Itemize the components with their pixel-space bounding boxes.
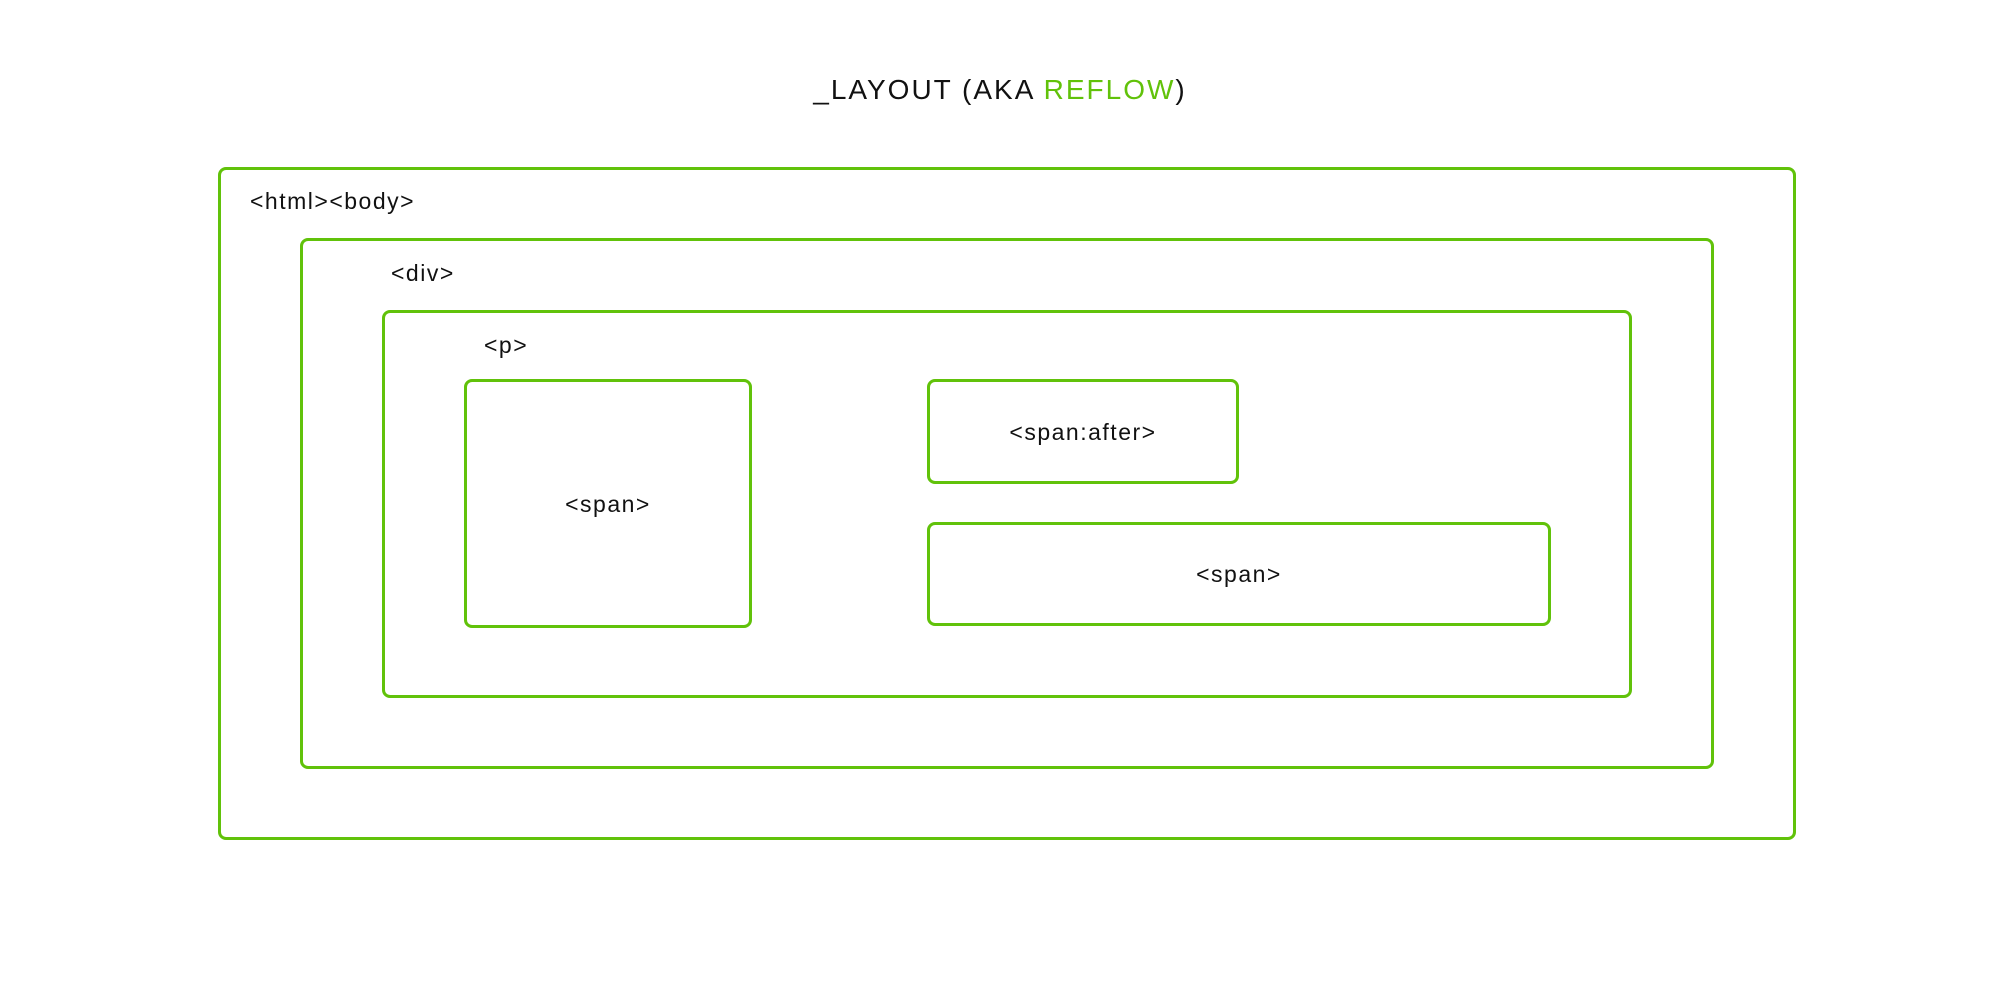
span-right-label: <span> bbox=[1196, 561, 1282, 587]
span-after-label: <span:after> bbox=[1009, 418, 1157, 445]
span-left-box: <span> bbox=[464, 379, 752, 628]
span-left-label: <span> bbox=[565, 490, 651, 517]
html-body-label: <html><body> bbox=[250, 188, 416, 214]
div-box bbox=[300, 238, 1714, 769]
title-highlight: REFLOW bbox=[1043, 74, 1176, 105]
span-right-box: <span> bbox=[927, 522, 1551, 626]
span-after-box: <span:after> bbox=[927, 379, 1239, 484]
title-prefix: _LAYOUT (AKA bbox=[813, 74, 1044, 105]
html-body-box bbox=[218, 167, 1796, 840]
diagram-title: _LAYOUT (AKA REFLOW) bbox=[0, 68, 2000, 112]
p-box bbox=[382, 310, 1632, 698]
p-label: <p> bbox=[484, 332, 529, 358]
title-suffix: ) bbox=[1175, 74, 1187, 105]
div-label: <div> bbox=[391, 260, 455, 286]
